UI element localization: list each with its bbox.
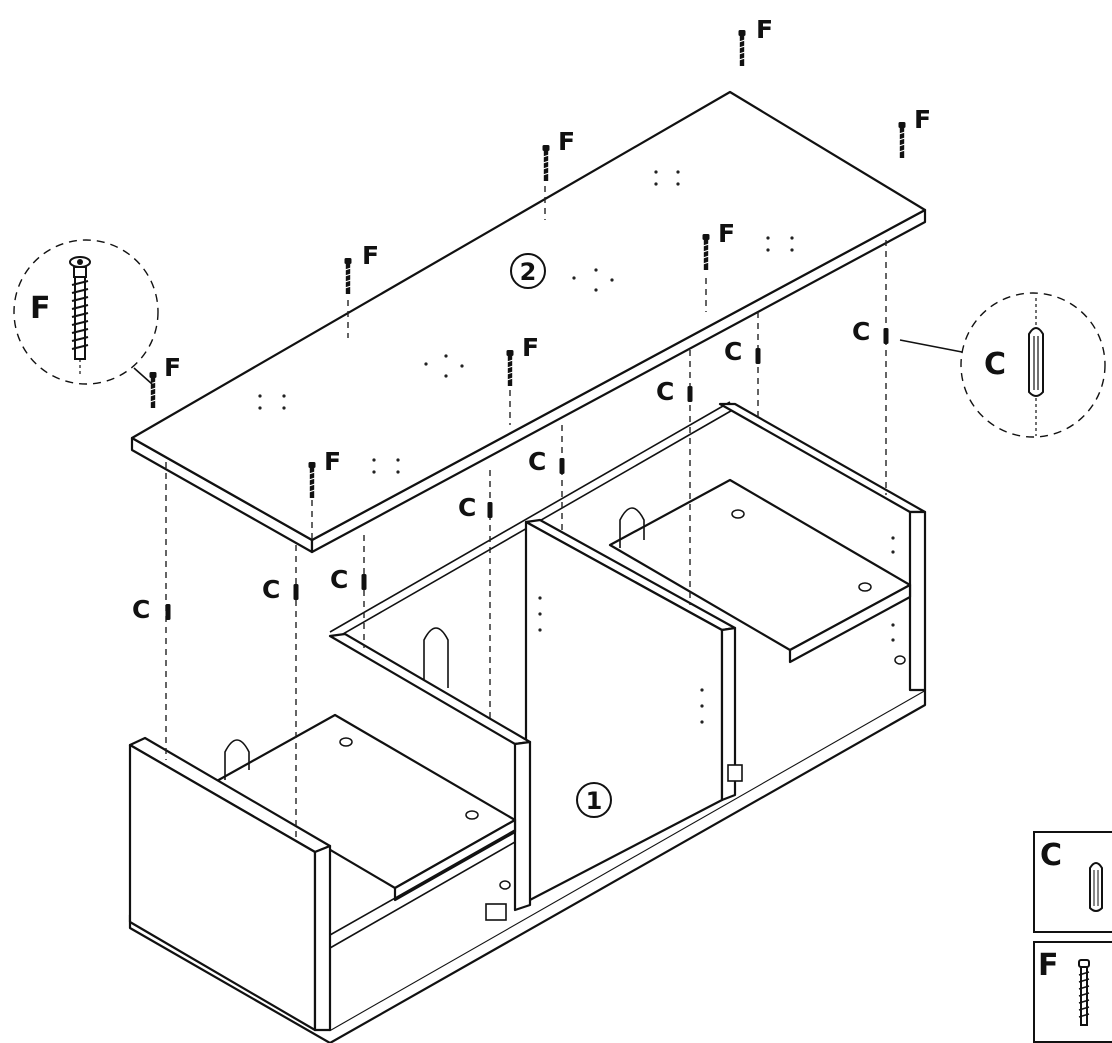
dowel-icon [487, 502, 493, 518]
dowel-icon [1028, 298, 1044, 436]
bottom-unit: 1 [128, 401, 927, 1043]
svg-text:C: C [724, 337, 742, 366]
svg-text:F: F [164, 353, 181, 382]
top-panel: 2 [130, 90, 927, 554]
screw-icon [738, 29, 746, 67]
svg-text:C: C [656, 377, 674, 406]
svg-text:F: F [324, 447, 341, 476]
svg-text:F: F [756, 15, 773, 44]
part-number-2: 2 [510, 253, 546, 289]
dowel-detail-callout: C [899, 292, 1106, 438]
dowel-markers: C C C C C C C C [132, 317, 889, 624]
svg-text:2: 2 [520, 258, 537, 286]
dowel-icon [1089, 862, 1103, 912]
svg-text:C: C [528, 447, 546, 476]
screw-icon [149, 371, 157, 409]
svg-text:F: F [30, 291, 51, 326]
svg-text:C: C [330, 565, 348, 594]
dowel-icon [755, 348, 761, 364]
screw-detail-callout: F [13, 239, 159, 385]
svg-text:F: F [522, 333, 539, 362]
svg-text:C: C [1040, 838, 1062, 873]
dowel-icon [361, 574, 367, 590]
svg-text:1: 1 [586, 787, 603, 815]
dowel-icon [293, 584, 299, 600]
svg-text:F: F [914, 105, 931, 134]
svg-text:F: F [558, 127, 575, 156]
hardware-legend: C F [1033, 831, 1112, 1043]
hole-pattern-top [258, 170, 794, 474]
legend-item-f: F [1033, 941, 1112, 1043]
screw-icon [1078, 959, 1090, 1026]
dowel-icon [559, 458, 565, 474]
svg-text:F: F [718, 219, 735, 248]
svg-text:C: C [458, 493, 476, 522]
screw-icon [344, 257, 352, 295]
dowel-icon [687, 386, 693, 402]
part-number-1: 1 [576, 782, 612, 818]
svg-text:F: F [1038, 948, 1059, 983]
screw-icon [69, 256, 91, 376]
dowel-icon [883, 328, 889, 344]
svg-text:C: C [262, 575, 280, 604]
screw-icon [898, 121, 906, 159]
svg-text:F: F [362, 241, 379, 270]
svg-text:C: C [852, 317, 870, 346]
legend-item-c: C [1033, 831, 1112, 933]
screw-icon [542, 144, 550, 182]
screw-markers: F F F F F F F F [149, 15, 931, 499]
svg-text:C: C [132, 595, 150, 624]
svg-text:C: C [984, 347, 1006, 382]
dowel-icon [165, 604, 171, 620]
